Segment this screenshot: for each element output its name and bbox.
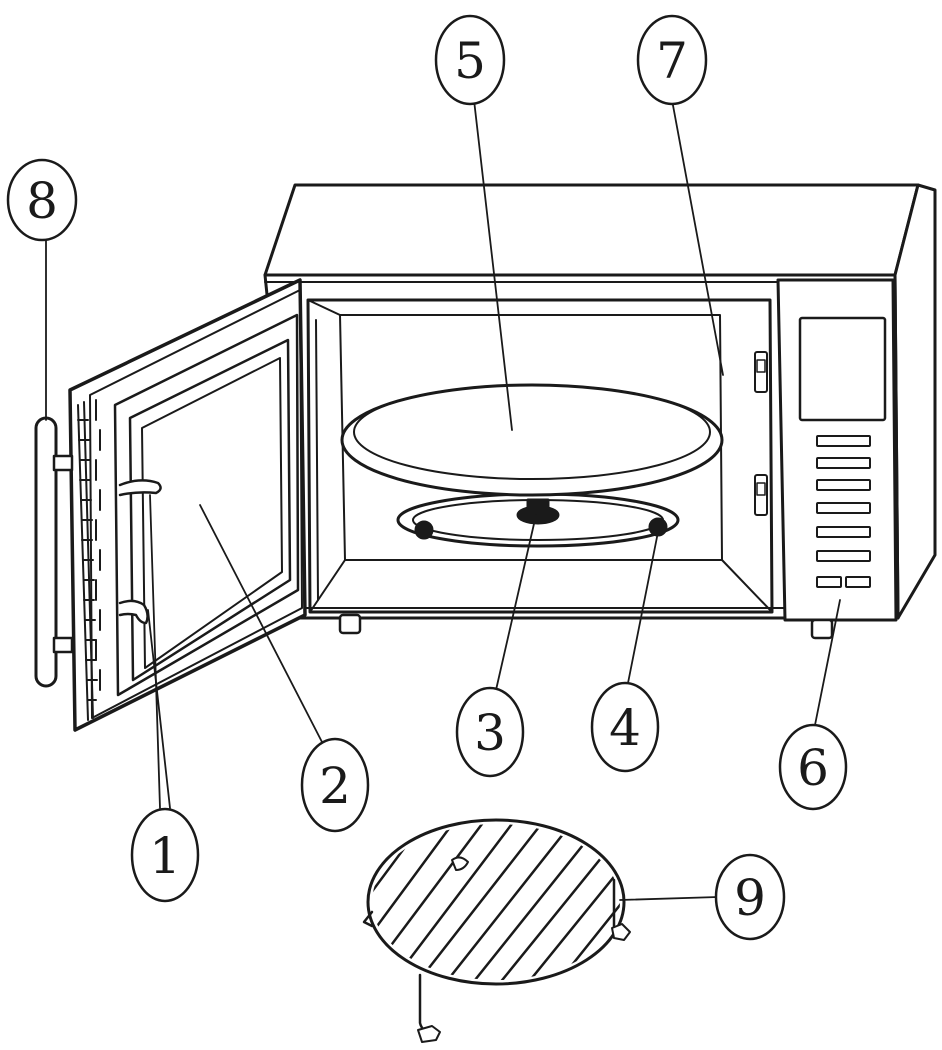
callout-7: 7 <box>636 14 708 106</box>
callout-4: 4 <box>590 681 660 773</box>
callout-3: 3 <box>455 686 525 778</box>
door-handle <box>34 416 74 688</box>
cavity <box>306 298 774 614</box>
callout-8: 8 <box>6 158 78 242</box>
callout-2: 2 <box>300 737 370 833</box>
door-seal <box>77 399 101 721</box>
svg-text:2: 2 <box>319 757 351 815</box>
callout-6: 6 <box>778 723 848 811</box>
feet <box>338 613 834 640</box>
svg-text:3: 3 <box>474 704 506 762</box>
svg-text:9: 9 <box>734 869 766 927</box>
svg-text:4: 4 <box>609 699 641 757</box>
door <box>68 278 307 732</box>
svg-text:6: 6 <box>797 739 829 797</box>
door-latch-bottom <box>118 599 149 625</box>
turntable-shaft <box>516 498 560 525</box>
callout-1: 1 <box>130 807 200 903</box>
glass-tray <box>340 383 724 497</box>
leader-lines <box>45 99 841 901</box>
svg-text:1: 1 <box>149 827 181 885</box>
grill-rack <box>362 818 631 1043</box>
callout-9: 9 <box>714 853 786 941</box>
svg-text:7: 7 <box>656 32 688 90</box>
svg-text:8: 8 <box>26 172 58 230</box>
svg-text:5: 5 <box>454 32 486 90</box>
control-panel <box>776 278 898 622</box>
callout-5: 5 <box>434 14 506 106</box>
door-latch-top <box>118 479 162 497</box>
